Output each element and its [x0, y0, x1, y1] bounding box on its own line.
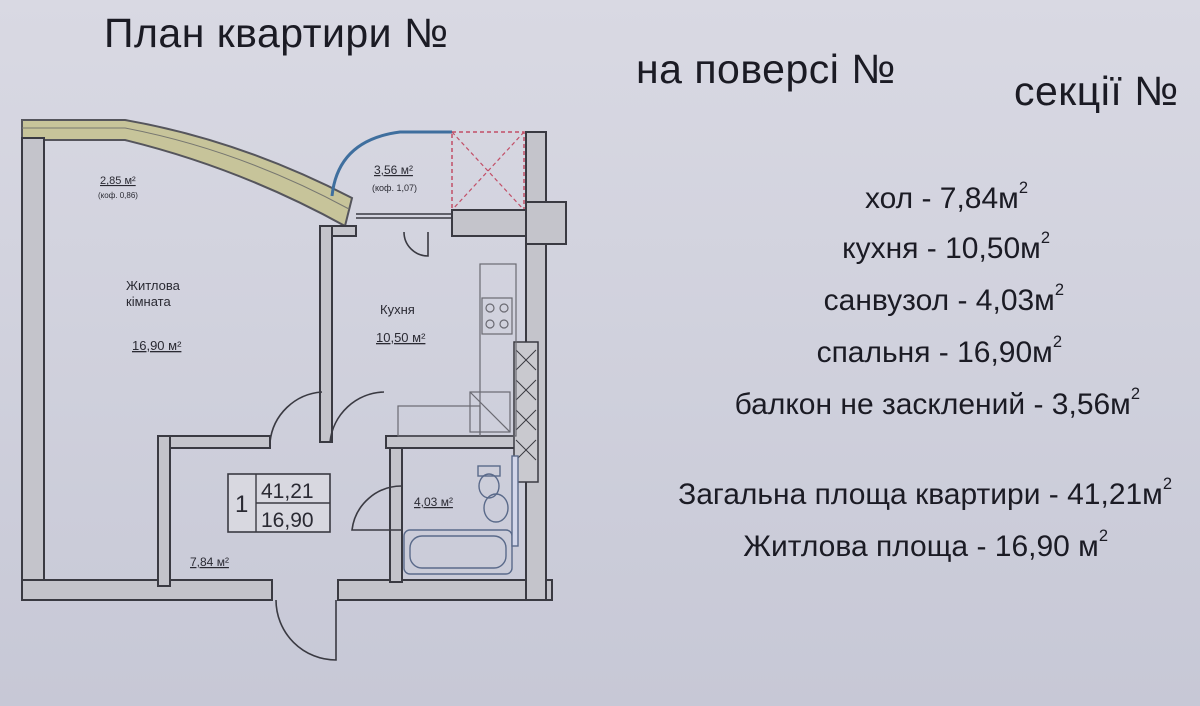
- loggia-curved-wall: [21, 119, 354, 228]
- door-living-arc: [269, 391, 323, 443]
- summary-total-area: Загальна площа квартири - 41,21м2: [678, 475, 1172, 511]
- door-kitchen-arc: [329, 391, 385, 443]
- living-room-name-2: кімната: [126, 294, 171, 309]
- section-label: секції №: [1014, 68, 1179, 114]
- apartment-id-box: 1 41,21 16,90: [227, 473, 331, 533]
- wall-bath-left: [389, 447, 403, 583]
- stove-burner: [499, 319, 509, 329]
- wall-kitchen-top: [451, 209, 527, 237]
- shaft-cross-b: [451, 131, 525, 211]
- loggia-curved-wall-inner: [22, 127, 350, 210]
- loggia-area: 2,85 м²: [100, 175, 136, 187]
- kitchen-counter-bottom: [397, 405, 481, 437]
- kitchen-stove: [481, 297, 513, 335]
- kitchen-name: Кухня: [380, 302, 415, 317]
- plan-title: План квартири №: [104, 10, 449, 56]
- summary-living-area: Житлова площа - 16,90 м2: [743, 527, 1108, 563]
- wall-living-kitchen: [319, 225, 333, 443]
- kitchen-counter: [479, 263, 517, 437]
- door-bath-arc: [351, 485, 403, 531]
- summary-bedroom: спальня - 16,90м2: [816, 333, 1062, 369]
- apartment-rooms: 1: [235, 491, 248, 518]
- balcony-coef: (коф. 1,07): [372, 183, 417, 193]
- balcony-area: 3,56 м²: [374, 163, 413, 177]
- riser-cross-marks: [515, 349, 537, 461]
- bathtub-inner: [409, 535, 507, 569]
- wall-left: [21, 137, 45, 601]
- kitchen-sink: [469, 391, 511, 433]
- bathtub: [403, 529, 513, 575]
- hall-area: 7,84 м²: [190, 555, 229, 569]
- wall-bottom-right: [337, 579, 553, 601]
- doors: [269, 213, 452, 661]
- bathroom-fixtures: [403, 455, 519, 575]
- floor-label: на поверсі №: [636, 46, 896, 92]
- living-room-name-1: Житлова: [126, 278, 181, 293]
- interior-walls: [157, 225, 527, 587]
- summary-hall: хол - 7,84м2: [864, 179, 1028, 215]
- wall-kitchen-bath: [385, 435, 527, 449]
- summary-balcony: балкон не засклений - 3,56м2: [734, 385, 1140, 421]
- balcony-arc: [330, 130, 452, 197]
- shaft-cross-a: [451, 131, 525, 211]
- bath-pipe: [511, 455, 519, 547]
- wall-living-hall: [157, 435, 271, 449]
- stove-burner: [485, 303, 495, 313]
- stove-burner: [485, 319, 495, 329]
- wall-bottom-left: [21, 579, 273, 601]
- wall-right-stub: [525, 201, 567, 245]
- bathroom-area: 4,03 м²: [414, 495, 453, 509]
- summary-kitchen: кухня - 10,50м2: [842, 229, 1050, 265]
- walls: [21, 131, 567, 601]
- apartment-living-area: 16,90: [261, 509, 314, 532]
- loggia-coef: (коф. 0,86): [98, 191, 138, 200]
- living-room-area: 16,90 м²: [132, 338, 182, 353]
- kitchen-furniture: [397, 263, 517, 437]
- stove-burner: [499, 303, 509, 313]
- apartment-total-area: 41,21: [261, 480, 314, 503]
- door-balcony-arc: [403, 231, 429, 257]
- floor-plan: 1 41,21 16,90 2,85 м² (коф. 0,86) 3,56 м…: [21, 119, 567, 661]
- sink-diagonal: [469, 391, 511, 433]
- toilet-bowl: [478, 473, 500, 499]
- door-entrance-arc: [275, 599, 337, 661]
- wall-living-hall-vertical: [157, 435, 171, 587]
- kitchen-area: 10,50 м²: [376, 330, 426, 345]
- summary-bathroom: санвузол - 4,03м2: [823, 281, 1064, 317]
- toilet-tank: [477, 465, 501, 477]
